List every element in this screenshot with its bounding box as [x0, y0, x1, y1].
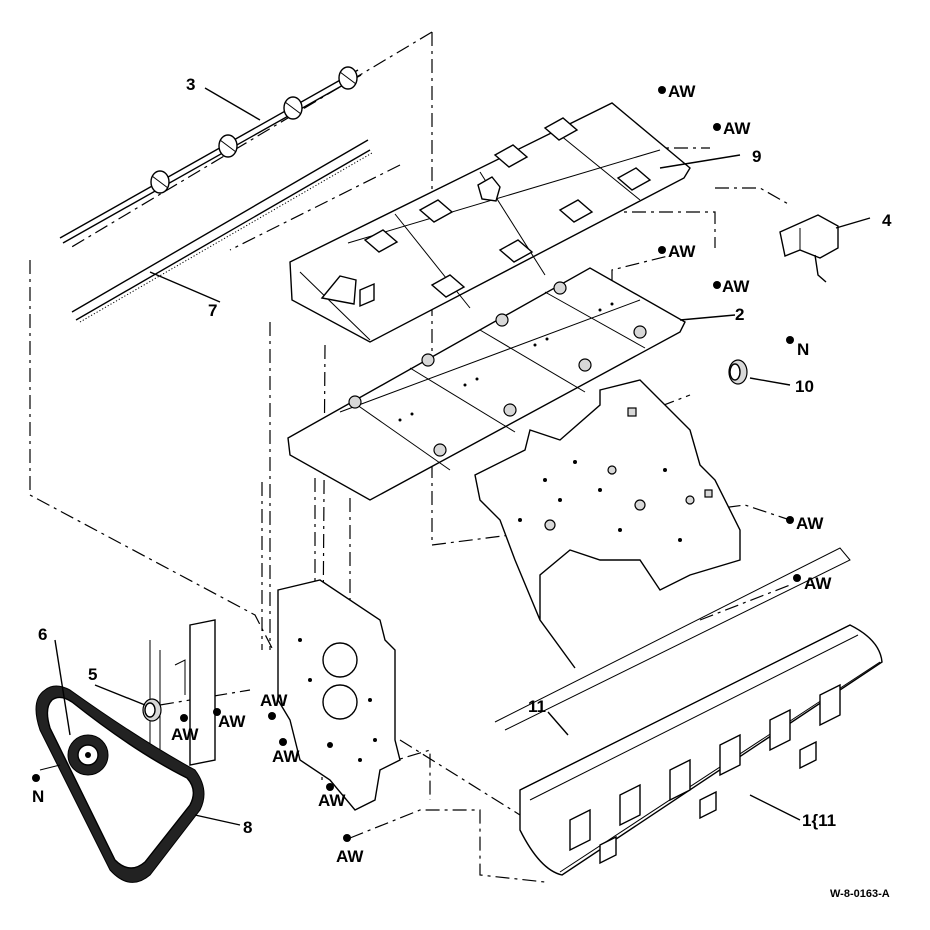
fastener-label-n: N — [32, 787, 44, 806]
callout-11: 11 — [528, 697, 546, 716]
callout-6: 6 — [38, 625, 47, 644]
sensor-bracket-part-4 — [779, 214, 839, 283]
brush-strip-part-7 — [71, 139, 373, 323]
fastener-label-aw: AW — [804, 574, 832, 593]
drawing-code: W-8-0163-A — [830, 888, 890, 900]
bearing-part-5 — [142, 698, 162, 722]
roller-shaft-part-3 — [59, 66, 362, 244]
fastener-label-aw: AW — [318, 791, 346, 810]
fastener-label-aw: AW — [218, 712, 246, 731]
fastener-label-aw: AW — [171, 725, 199, 744]
fastener-label-aw: AW — [723, 119, 751, 138]
upper-guide-plate-part-9 — [289, 102, 691, 343]
callout-4: 4 — [882, 211, 892, 230]
callout-10: 10 — [795, 377, 814, 396]
callout-9: 9 — [752, 147, 761, 166]
fastener-label-aw: AW — [272, 747, 300, 766]
callout-1-11: 1{11 — [802, 811, 836, 830]
fastener-label-aw: AW — [336, 847, 364, 866]
gear-pulley-part-6 — [39, 734, 109, 776]
callout-3: 3 — [186, 75, 195, 94]
callout-7: 7 — [208, 301, 217, 320]
fastener-dots — [32, 86, 801, 842]
fastener-labels: AW AW AW AW N AW AW AW AW AW AW AW AW N — [32, 82, 832, 866]
fastener-label-aw: AW — [668, 82, 696, 101]
callout-labels: 3 7 9 4 2 10 5 6 8 11 1{11 — [38, 75, 892, 837]
callout-8: 8 — [243, 818, 252, 837]
callout-leaders — [54, 87, 871, 826]
paper-guide-cover-part-11 — [494, 547, 883, 876]
main-side-frame — [474, 379, 741, 669]
left-side-frame — [149, 579, 401, 811]
callout-5: 5 — [88, 665, 97, 684]
fastener-label-aw: AW — [796, 514, 824, 533]
fastener-label-aw: AW — [722, 277, 750, 296]
bushing-part-10 — [728, 359, 748, 385]
fastener-label-aw: AW — [668, 242, 696, 261]
fastener-label-aw: AW — [260, 691, 288, 710]
callout-2: 2 — [735, 305, 744, 324]
fastener-label-n: N — [797, 340, 809, 359]
lower-guide-plate-part-2 — [287, 267, 686, 501]
timing-belt-part-8 — [35, 685, 205, 883]
